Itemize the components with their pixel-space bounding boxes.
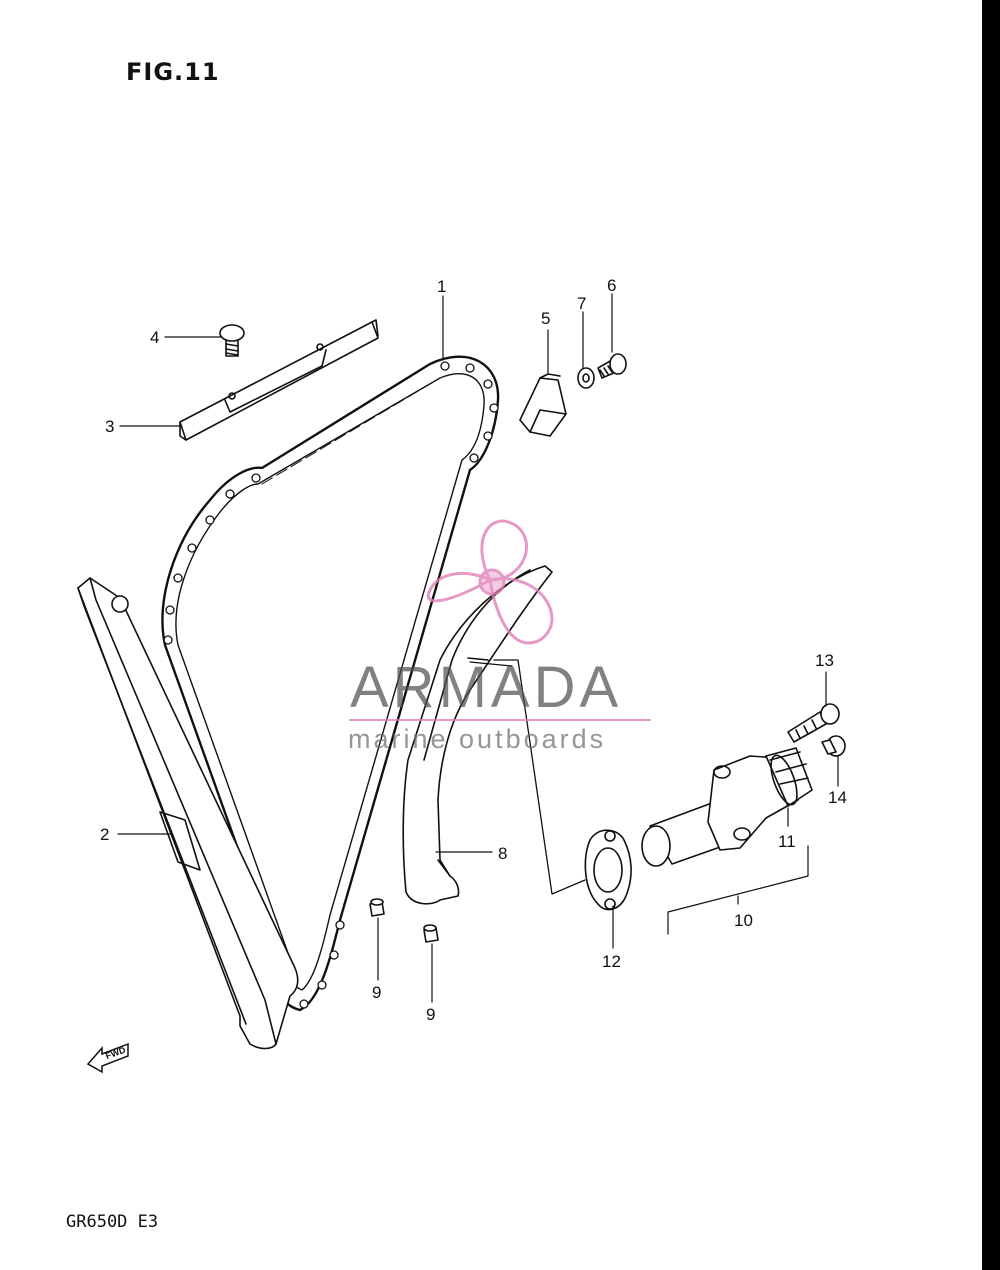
watermark-logo <box>349 519 651 721</box>
leader-lines <box>117 293 839 1003</box>
part-5-damper <box>519 373 567 437</box>
figure-title: FIG.11 <box>126 58 220 86</box>
callout-13: 13 <box>815 651 834 670</box>
part-9-pin-upper <box>369 898 385 917</box>
callout-2: 2 <box>100 825 110 844</box>
part-12-gasket <box>584 829 632 911</box>
chain-link-marks <box>163 361 499 1009</box>
part-6-bolt <box>597 353 627 379</box>
part-13-bolt <box>787 703 840 743</box>
callout-11: 11 <box>778 832 796 851</box>
callout-6: 6 <box>607 276 617 295</box>
reference-leader-line <box>493 659 586 895</box>
callout-14: 14 <box>828 788 847 807</box>
part-2-rear-guide <box>77 577 299 1050</box>
part-1-cam-chain <box>161 355 500 1012</box>
model-code: GR650D E3 <box>66 1212 159 1232</box>
callout-3: 3 <box>105 417 115 436</box>
callout-9-upper: 9 <box>372 983 382 1002</box>
callout-10: 10 <box>734 911 753 930</box>
part-9-pin-lower <box>423 924 439 943</box>
callout-12: 12 <box>602 952 621 971</box>
part-10-tensioner-assembly <box>641 747 813 867</box>
part-4-screw <box>219 324 245 357</box>
fwd-arrow-icon: FWD <box>86 1042 129 1074</box>
callout-4: 4 <box>150 328 160 347</box>
watermark-brand: ARMADA <box>350 655 623 720</box>
part-14-plug <box>821 735 846 757</box>
part-7-washer <box>577 367 595 389</box>
callout-8: 8 <box>498 844 508 863</box>
part-11-o-ring <box>770 754 798 806</box>
page-edge-border <box>982 0 1000 1270</box>
watermark-subtitle: marine outboards <box>348 724 607 754</box>
callout-1: 1 <box>437 277 447 296</box>
callout-7: 7 <box>577 294 587 313</box>
part-3-upper-guide <box>179 319 379 441</box>
callout-9-lower: 9 <box>426 1005 436 1024</box>
callout-5: 5 <box>541 309 551 328</box>
part-8-tensioner-guide <box>402 565 553 905</box>
